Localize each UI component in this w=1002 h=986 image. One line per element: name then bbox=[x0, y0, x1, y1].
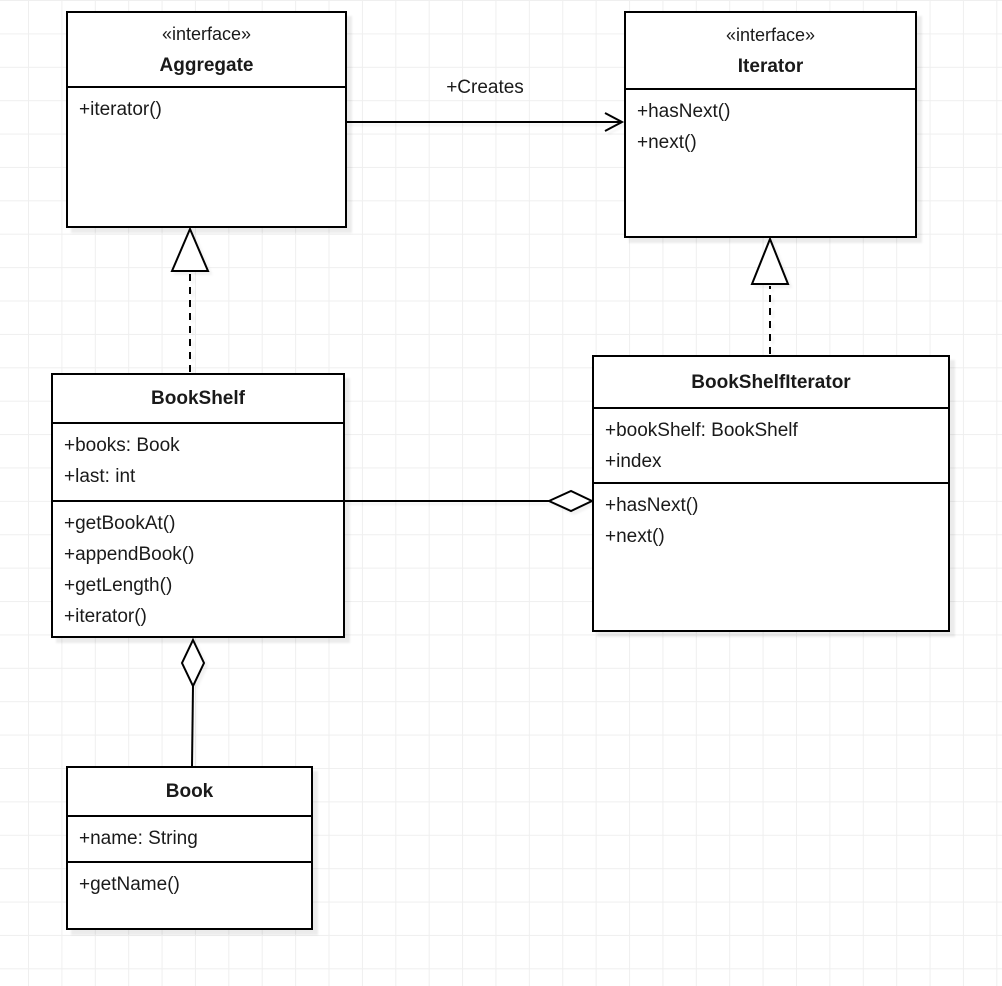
bookshelf-book-aggregation-connector[interactable] bbox=[180, 637, 206, 767]
class-name: Aggregate bbox=[159, 54, 254, 76]
bookshelf-realization-connector[interactable] bbox=[170, 226, 210, 372]
attribute-item: +last: int bbox=[64, 466, 136, 487]
method-item: +getBookAt() bbox=[64, 513, 176, 534]
methods-section: +getBookAt() +appendBook() +getLength() … bbox=[53, 500, 343, 636]
methods-section: +hasNext() +next() bbox=[594, 482, 948, 630]
class-name: Iterator bbox=[737, 55, 804, 77]
creates-edge-label: +Creates bbox=[446, 77, 524, 98]
class-box-aggregate[interactable]: «interface» Aggregate +iterator() bbox=[66, 11, 347, 228]
attributes-section: +name: String bbox=[68, 815, 311, 861]
class-header: «interface» Aggregate bbox=[68, 13, 345, 86]
method-item: +getName() bbox=[79, 874, 180, 895]
attribute-item: +books: Book bbox=[64, 435, 180, 456]
method-item: +appendBook() bbox=[64, 544, 195, 565]
class-box-bookshelf[interactable]: BookShelf +books: Book +last: int +getBo… bbox=[51, 373, 345, 638]
class-name: BookShelf bbox=[151, 388, 245, 409]
class-name: BookShelfIterator bbox=[691, 371, 851, 393]
attribute-item: +bookShelf: BookShelf bbox=[605, 420, 798, 441]
methods-section: +getName() bbox=[68, 861, 311, 928]
attribute-item: +index bbox=[605, 451, 662, 472]
hollow-triangle-arrowhead-icon bbox=[170, 226, 210, 272]
method-item: +next() bbox=[605, 526, 665, 547]
class-header: BookShelfIterator bbox=[594, 357, 948, 407]
method-item: +iterator() bbox=[79, 99, 162, 120]
hollow-triangle-arrowhead-icon bbox=[750, 236, 790, 285]
method-item: +hasNext() bbox=[605, 495, 699, 516]
class-box-bookshelfiterator[interactable]: BookShelfIterator +bookShelf: BookShelf … bbox=[592, 355, 950, 632]
class-header: BookShelf bbox=[53, 375, 343, 422]
hollow-diamond-icon bbox=[180, 637, 206, 689]
open-arrowhead-icon bbox=[604, 112, 625, 132]
stereotype-label: «interface» bbox=[161, 23, 252, 44]
class-box-book[interactable]: Book +name: String +getName() bbox=[66, 766, 313, 930]
class-header: «interface» Iterator bbox=[626, 13, 915, 88]
creates-association-connector[interactable] bbox=[347, 112, 625, 132]
bookshelfiterator-aggregation-connector[interactable] bbox=[345, 489, 595, 513]
attributes-section: +books: Book +last: int bbox=[53, 422, 343, 500]
class-box-iterator[interactable]: «interface» Iterator +hasNext() +next() bbox=[624, 11, 917, 238]
method-item: +next() bbox=[637, 132, 697, 153]
attribute-item: +name: String bbox=[79, 828, 198, 849]
bookshelfiterator-realization-connector[interactable] bbox=[750, 236, 790, 354]
method-item: +getLength() bbox=[64, 575, 173, 596]
methods-section: +hasNext() +next() bbox=[626, 88, 915, 234]
method-item: +hasNext() bbox=[637, 101, 731, 122]
class-name: Book bbox=[165, 781, 214, 802]
hollow-diamond-icon bbox=[546, 489, 595, 513]
attributes-section: +bookShelf: BookShelf +index bbox=[594, 407, 948, 482]
method-item: +iterator() bbox=[64, 606, 147, 627]
stereotype-label: «interface» bbox=[725, 24, 816, 45]
class-header: Book bbox=[68, 768, 311, 815]
methods-section: +iterator() bbox=[68, 86, 345, 224]
